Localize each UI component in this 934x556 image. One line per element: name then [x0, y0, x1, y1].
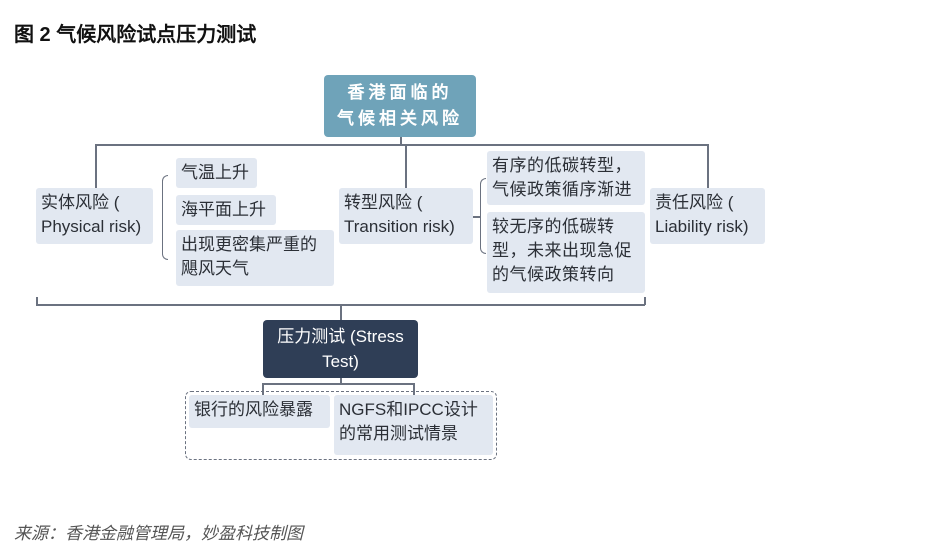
connector	[473, 216, 481, 218]
source-note: 来源：香港金融管理局，妙盈科技制图	[14, 524, 303, 543]
root-line-2: 气候相关风险	[337, 109, 463, 128]
brace	[480, 178, 486, 254]
physical-item: 出现更密集严重的飓风天气	[176, 230, 334, 286]
transition-item: 较无序的低碳转型，未来出现急促的气候政策转向	[487, 212, 645, 293]
connector	[400, 137, 402, 144]
connector	[405, 144, 407, 188]
brace	[162, 175, 168, 260]
bracket	[644, 297, 646, 305]
stress-item: NGFS和IPCC设计的常用测试情景	[334, 395, 493, 455]
connector	[707, 144, 709, 188]
connector	[95, 144, 97, 188]
transition-item: 有序的低碳转型，气候政策循序渐进	[487, 151, 645, 205]
connector	[262, 383, 264, 395]
bracket	[36, 297, 38, 305]
connector	[340, 378, 342, 383]
stress-items-group	[185, 391, 497, 460]
liability-risk-node: 责任风险 ( Liability risk)	[650, 188, 765, 244]
physical-risk-node: 实体风险 ( Physical risk)	[36, 188, 153, 244]
physical-item: 海平面上升	[176, 195, 276, 225]
connector	[262, 383, 414, 385]
transition-risk-node: 转型风险 ( Transition risk)	[339, 188, 473, 244]
stress-item: 银行的风险暴露	[189, 395, 330, 428]
root-line-1: 香港面临的	[347, 83, 453, 102]
connector	[413, 383, 415, 395]
connector	[95, 144, 707, 146]
stress-test-node: 压力测试 (Stress Test)	[263, 320, 418, 378]
root-node: 香港面临的气候相关风险	[324, 75, 476, 137]
connector	[340, 304, 342, 320]
physical-item: 气温上升	[176, 158, 257, 188]
figure-title: 图 2 气候风险试点压力测试	[14, 24, 257, 46]
